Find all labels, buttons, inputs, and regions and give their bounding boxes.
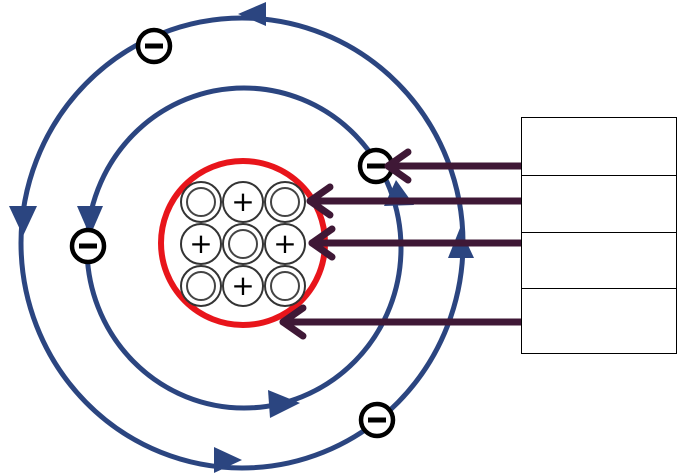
pointer-arrow-electron — [384, 148, 525, 184]
electron — [69, 227, 107, 265]
proton: + — [264, 223, 306, 265]
neutron — [264, 265, 306, 307]
proton: + — [180, 223, 222, 265]
proton-symbol: + — [231, 185, 254, 218]
pointer-arrows — [279, 148, 525, 340]
electron — [358, 401, 396, 439]
label-box-1[interactable] — [521, 117, 677, 176]
electrons — [69, 27, 396, 439]
proton-symbol: + — [273, 227, 296, 260]
neutron — [180, 181, 222, 223]
proton-symbol: + — [189, 227, 212, 260]
electron — [357, 147, 395, 185]
orbit-arrow — [268, 390, 300, 418]
electron — [135, 27, 173, 65]
orbit-arrow — [214, 447, 242, 473]
label-box-2[interactable] — [521, 175, 677, 233]
proton: + — [222, 181, 264, 223]
pointer-arrow-proton — [308, 225, 525, 261]
nucleus: + + + + — [180, 181, 306, 307]
neutron — [264, 181, 306, 223]
proton: + — [222, 265, 264, 307]
label-box-4[interactable] — [521, 288, 677, 354]
label-box-3[interactable] — [521, 232, 677, 289]
orbit-arrow — [77, 206, 103, 236]
proton-symbol: + — [231, 269, 254, 302]
pointer-arrow-neutron — [279, 304, 525, 340]
neutron — [180, 265, 222, 307]
orbit-arrow — [238, 2, 266, 26]
neutron — [222, 223, 264, 265]
orbit-arrow — [9, 206, 37, 236]
pointer-arrow-nucleus-edge — [306, 183, 525, 219]
